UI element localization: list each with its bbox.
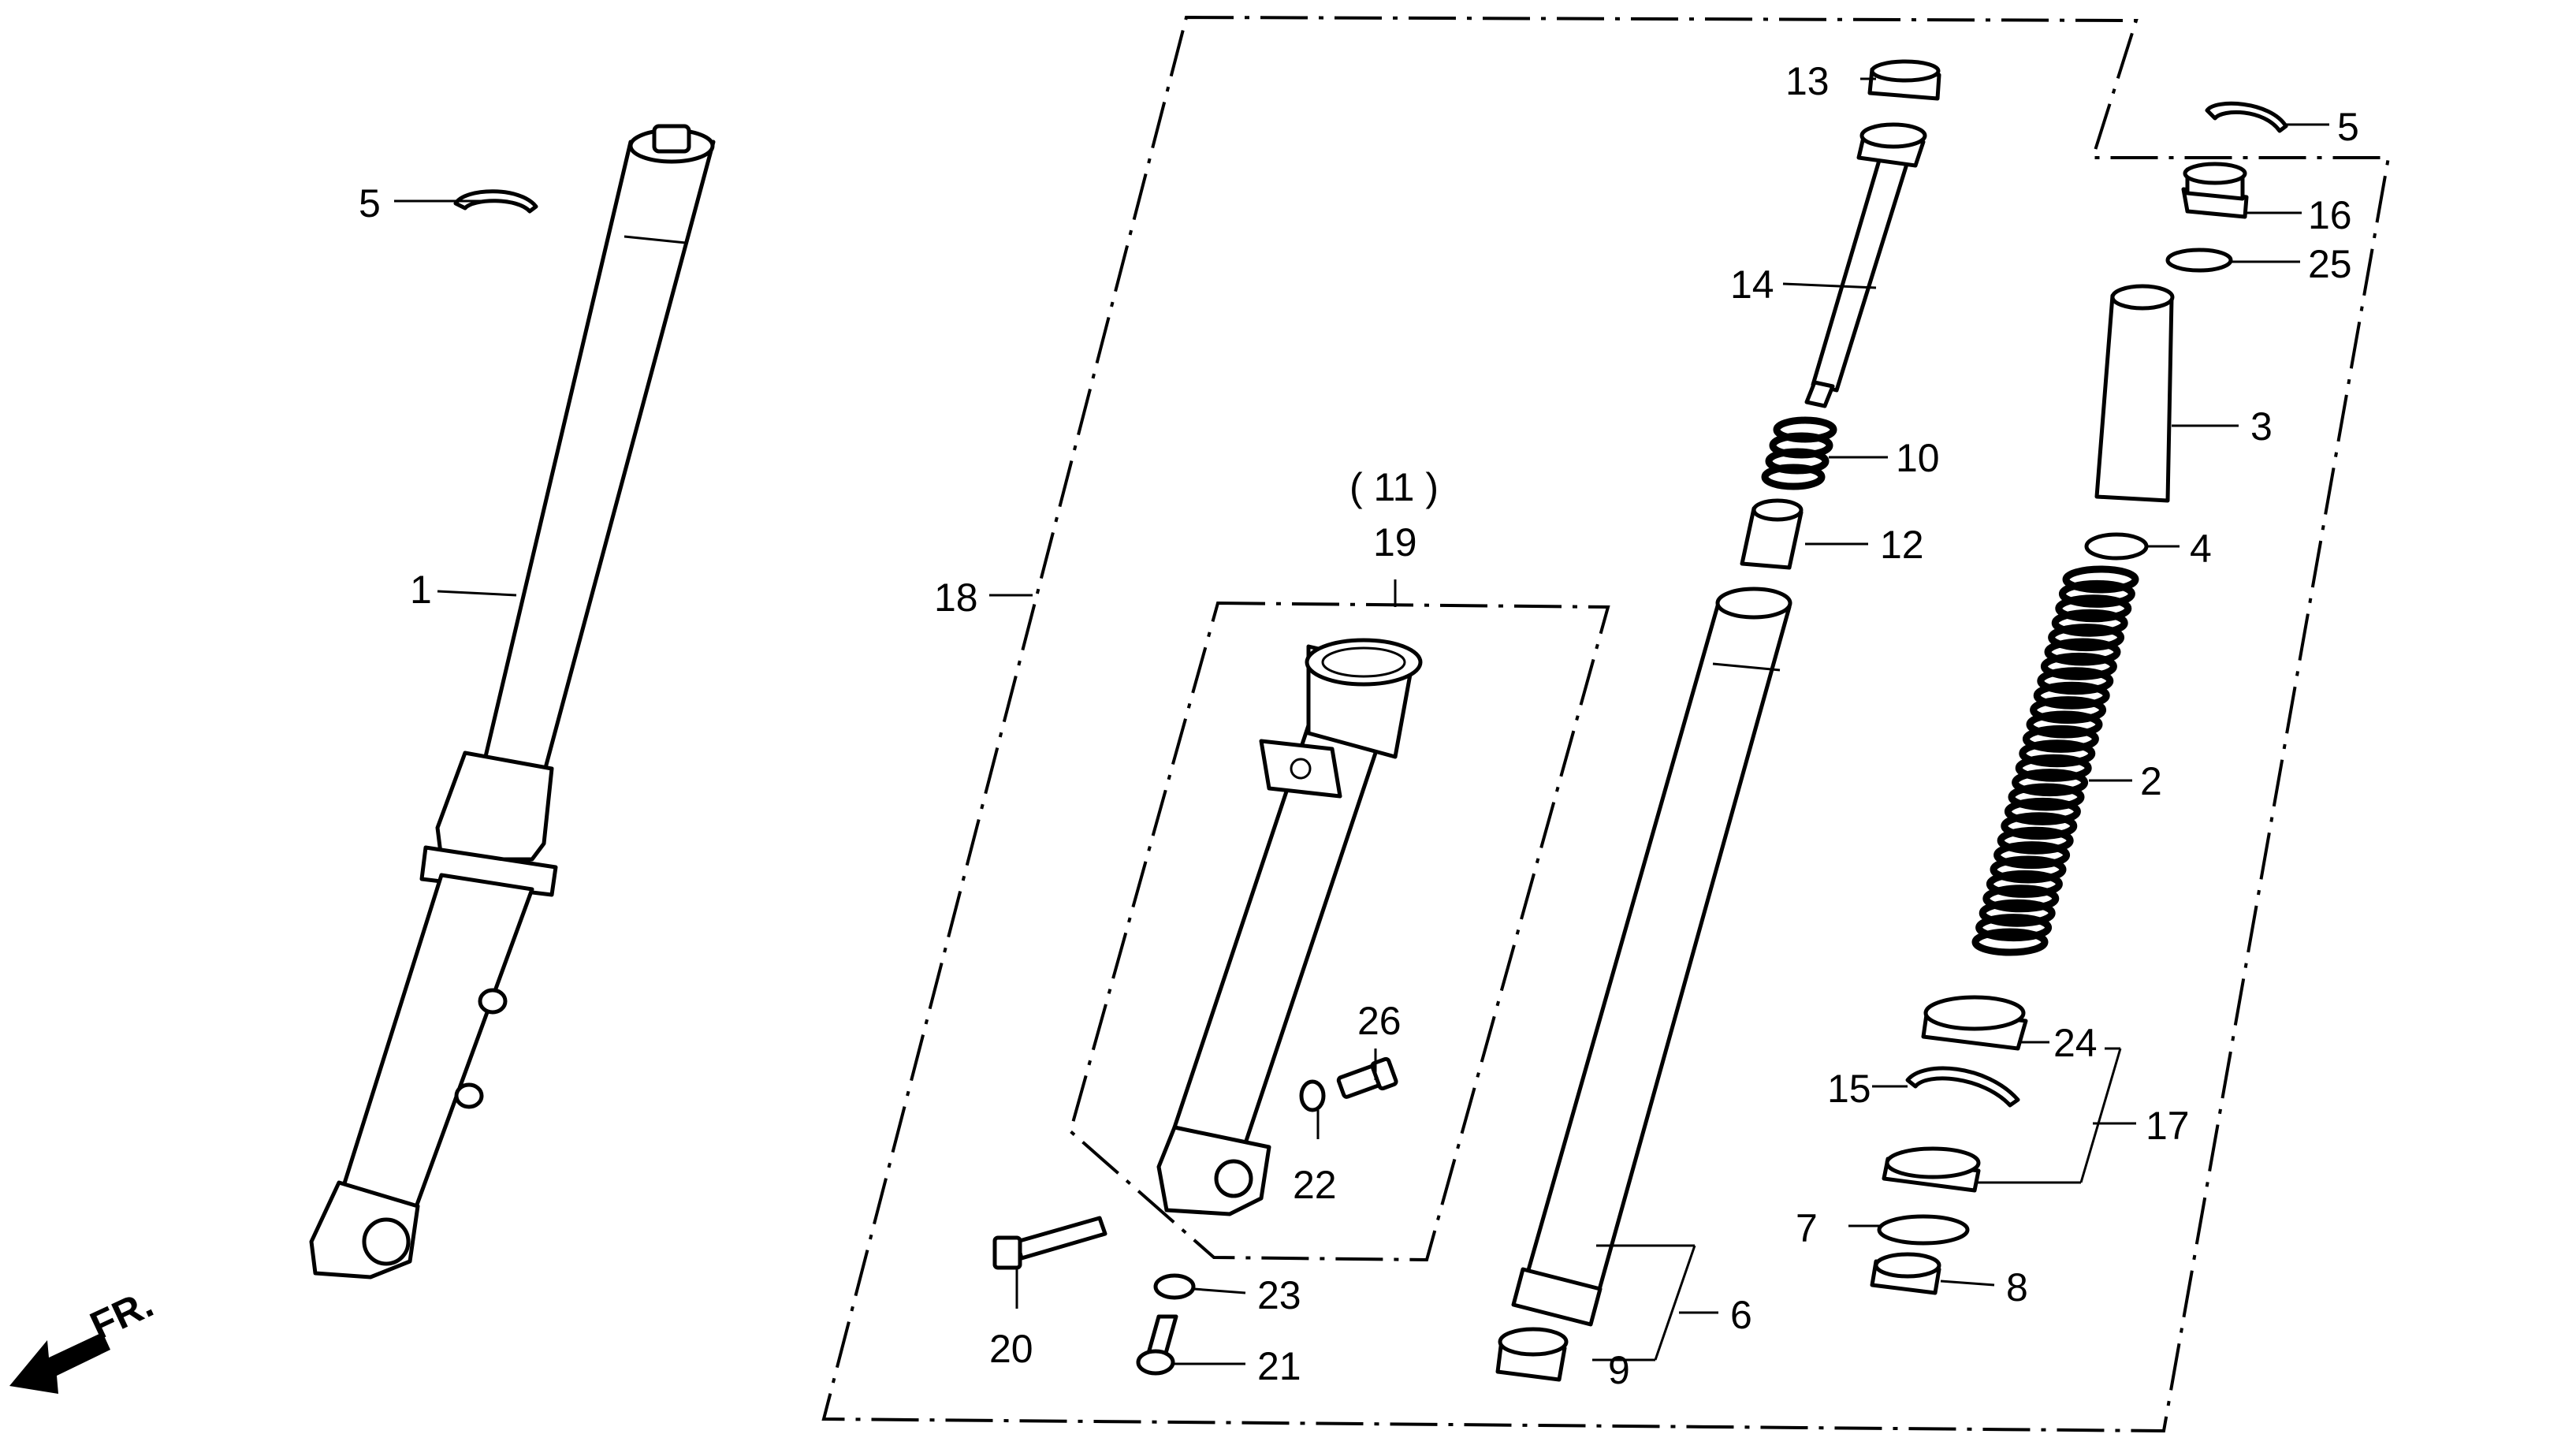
piece-9 [1495, 1327, 1569, 1382]
callout-3: 3 [2250, 404, 2273, 449]
leader-lines [394, 77, 2329, 1365]
callout-5-right: 5 [2337, 105, 2359, 149]
callout-26: 26 [1357, 999, 1402, 1043]
ring-24 [1921, 995, 2028, 1051]
callout-2: 2 [2140, 759, 2162, 803]
callout-23: 23 [1257, 1273, 1301, 1317]
callout-16: 16 [2308, 193, 2352, 237]
assembly-18-boundary [821, 15, 2391, 1433]
callout-24: 24 [2053, 1021, 2098, 1065]
callout-13: 13 [1785, 59, 1830, 103]
washer-7 [1877, 1214, 1970, 1246]
fork-pipe [1511, 587, 1792, 1327]
assembly-19-boundary [1068, 601, 1610, 1262]
callout-21: 21 [1257, 1344, 1301, 1388]
oil-seal-17 [1882, 1146, 1981, 1193]
fork-bolt-16 [2181, 162, 2249, 219]
callout-6: 6 [1730, 1293, 1752, 1337]
callout-14: 14 [1730, 263, 1774, 307]
callout-1: 1 [410, 568, 432, 612]
fork-spring-2 [1971, 565, 2139, 956]
circlip-5-right [2205, 101, 2288, 133]
washer-22 [1299, 1079, 1326, 1112]
seat-4 [2084, 532, 2149, 561]
callout-19: 19 [1373, 520, 1417, 564]
piece-13 [1867, 59, 1941, 101]
callout-11: ( 11 ) [1349, 465, 1439, 509]
washer-23 [1153, 1273, 1196, 1300]
piston-14 [1804, 122, 1927, 408]
callout-12: 12 [1880, 523, 1924, 567]
front-arrow-icon [9, 1332, 110, 1394]
circlip-5-left [453, 189, 538, 214]
callout-20: 20 [989, 1327, 1033, 1371]
bolt-21 [1136, 1314, 1178, 1376]
callout-8: 8 [2006, 1265, 2028, 1309]
clip-15 [1905, 1066, 2020, 1108]
callout-15: 15 [1827, 1067, 1871, 1111]
callout-10: 10 [1896, 436, 1940, 480]
callout-5-left: 5 [359, 181, 381, 225]
fork-leg-assembly [309, 124, 716, 1280]
nut-8 [1870, 1252, 1941, 1295]
callout-22: 22 [1293, 1163, 1337, 1207]
callout-7: 7 [1796, 1206, 1818, 1250]
callout-18: 18 [934, 576, 978, 620]
bolt-26 [1336, 1056, 1398, 1099]
o-ring-25 [2165, 248, 2233, 273]
callout-9: 9 [1608, 1348, 1630, 1392]
fork-bottom-case [1156, 638, 1423, 1216]
callout-4: 4 [2190, 527, 2212, 571]
bolt-20 [992, 1216, 1107, 1270]
rebound-spring-10 [1761, 416, 1837, 490]
callout-25: 25 [2308, 242, 2352, 286]
spacer-3 [2094, 284, 2175, 503]
piece-12 [1740, 498, 1804, 570]
callout-17: 17 [2146, 1104, 2190, 1148]
